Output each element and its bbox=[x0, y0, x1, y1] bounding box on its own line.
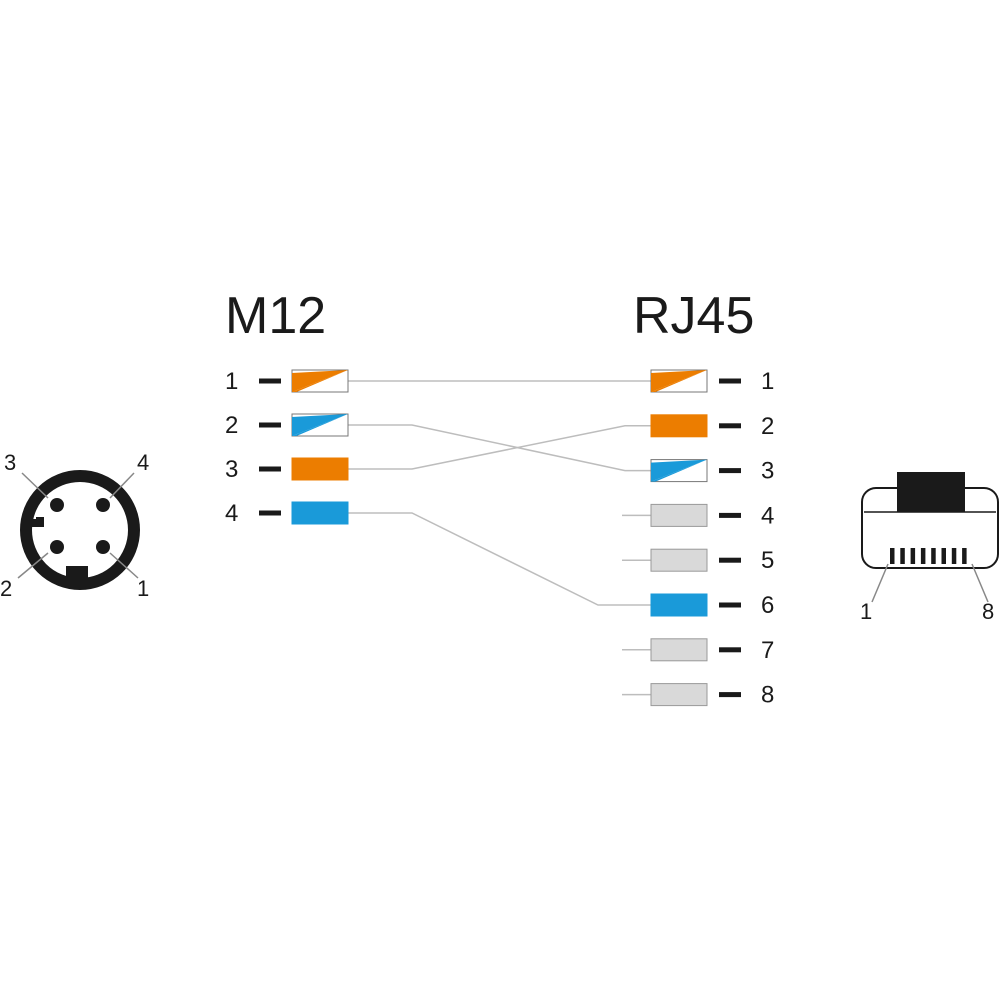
m12-connector-face: 3 4 2 1 bbox=[0, 450, 149, 601]
m12-wire-color bbox=[291, 501, 349, 525]
rj45-pin-number: 2 bbox=[761, 413, 774, 440]
rj45-contact bbox=[920, 548, 926, 564]
m12-pin-row: 1 bbox=[225, 368, 349, 395]
rj45-leader-1 bbox=[871, 563, 889, 603]
m12-connector-ring bbox=[20, 470, 140, 590]
rj45-pin-number: 5 bbox=[761, 547, 774, 574]
rj45-contact bbox=[951, 548, 957, 564]
rj45-pin-number: 6 bbox=[761, 592, 774, 619]
rj45-pin-dash bbox=[719, 512, 741, 518]
wire-connections bbox=[348, 380, 651, 696]
rj45-pin-dash bbox=[719, 602, 741, 608]
m12-pin-dash bbox=[259, 466, 281, 472]
wire bbox=[348, 512, 651, 606]
rj45-wire-color bbox=[650, 683, 708, 707]
m12-pin-row: 3 bbox=[225, 456, 349, 483]
m12-wire-color bbox=[291, 457, 349, 481]
rj45-pin-dash bbox=[719, 647, 741, 653]
rj45-wire-color bbox=[650, 459, 708, 483]
rj45-contact bbox=[910, 548, 916, 564]
m12-pin-row: 4 bbox=[225, 500, 349, 527]
rj45-pin-list: 1 2 3 4 5 6 7 8 bbox=[650, 368, 774, 709]
rj45-leader-8 bbox=[971, 563, 989, 603]
m12-coding-key-left bbox=[26, 517, 44, 527]
m12-title: M12 bbox=[225, 287, 326, 345]
m12-leader-1 bbox=[109, 552, 139, 579]
rj45-pin-row: 2 bbox=[650, 413, 774, 440]
m12-face-pin-3 bbox=[50, 498, 64, 512]
rj45-latch bbox=[897, 472, 965, 512]
m12-face-pin-4 bbox=[96, 498, 110, 512]
rj45-face-label-8: 8 bbox=[982, 599, 994, 624]
rj45-pin-number: 8 bbox=[761, 682, 774, 709]
wire bbox=[348, 424, 651, 472]
m12-pin-number: 1 bbox=[225, 368, 238, 395]
rj45-pin-dash bbox=[719, 557, 741, 563]
m12-face-label-4: 4 bbox=[137, 450, 149, 475]
rj45-wire-color bbox=[650, 548, 708, 572]
m12-face-label-1: 1 bbox=[137, 576, 149, 601]
rj45-contact bbox=[962, 548, 967, 564]
m12-wire-color bbox=[291, 369, 349, 393]
rj45-wire-color bbox=[650, 593, 708, 617]
rj45-wire-color bbox=[650, 414, 708, 438]
m12-pin-list: 1 2 3 4 bbox=[225, 368, 349, 527]
rj45-pin-dash bbox=[719, 423, 741, 429]
rj45-pin-row: 3 bbox=[650, 458, 774, 485]
m12-coding-key-bottom bbox=[66, 566, 88, 580]
m12-pin-dash bbox=[259, 378, 281, 384]
m12-leader-2 bbox=[17, 552, 49, 579]
rj45-contact bbox=[931, 548, 936, 564]
rj45-pin-number: 3 bbox=[761, 458, 774, 485]
rj45-contact bbox=[900, 548, 905, 564]
rj45-wire-color bbox=[650, 638, 708, 662]
m12-face-label-3: 3 bbox=[4, 450, 16, 475]
m12-pin-dash bbox=[259, 510, 281, 516]
rj45-plug: 1 8 bbox=[860, 472, 999, 624]
rj45-pin-row: 4 bbox=[650, 502, 774, 529]
rj45-contact bbox=[941, 548, 946, 564]
wire bbox=[348, 425, 651, 470]
rj45-pin-number: 1 bbox=[761, 368, 774, 395]
m12-pin-row: 2 bbox=[225, 412, 349, 439]
m12-wire-color bbox=[291, 413, 349, 437]
m12-leader-4 bbox=[109, 472, 135, 499]
rj45-contact bbox=[890, 548, 895, 564]
rj45-pin-dash bbox=[719, 692, 741, 698]
rj45-pin-row: 5 bbox=[650, 547, 774, 574]
m12-pin-number: 2 bbox=[225, 412, 238, 439]
rj45-pin-dash bbox=[719, 468, 741, 474]
rj45-pin-row: 1 bbox=[650, 368, 774, 395]
rj45-pin-row: 6 bbox=[650, 592, 774, 619]
rj45-pin-number: 7 bbox=[761, 637, 774, 664]
m12-face-label-2: 2 bbox=[0, 576, 12, 601]
m12-face-pin-2 bbox=[50, 540, 64, 554]
m12-leader-3 bbox=[21, 472, 49, 499]
rj45-wire-color bbox=[650, 369, 708, 393]
rj45-pin-row: 7 bbox=[650, 637, 774, 664]
m12-pin-dash bbox=[259, 422, 281, 428]
rj45-pin-dash bbox=[719, 378, 741, 384]
m12-pin-number: 4 bbox=[225, 500, 238, 527]
rj45-title: RJ45 bbox=[633, 287, 754, 345]
m12-face-pin-1 bbox=[96, 540, 110, 554]
rj45-face-label-1: 1 bbox=[860, 599, 872, 624]
rj45-pin-row: 8 bbox=[650, 682, 774, 709]
rj45-pin-number: 4 bbox=[761, 502, 774, 529]
rj45-contacts bbox=[890, 548, 967, 564]
m12-pin-number: 3 bbox=[225, 456, 238, 483]
rj45-wire-color bbox=[650, 503, 708, 527]
